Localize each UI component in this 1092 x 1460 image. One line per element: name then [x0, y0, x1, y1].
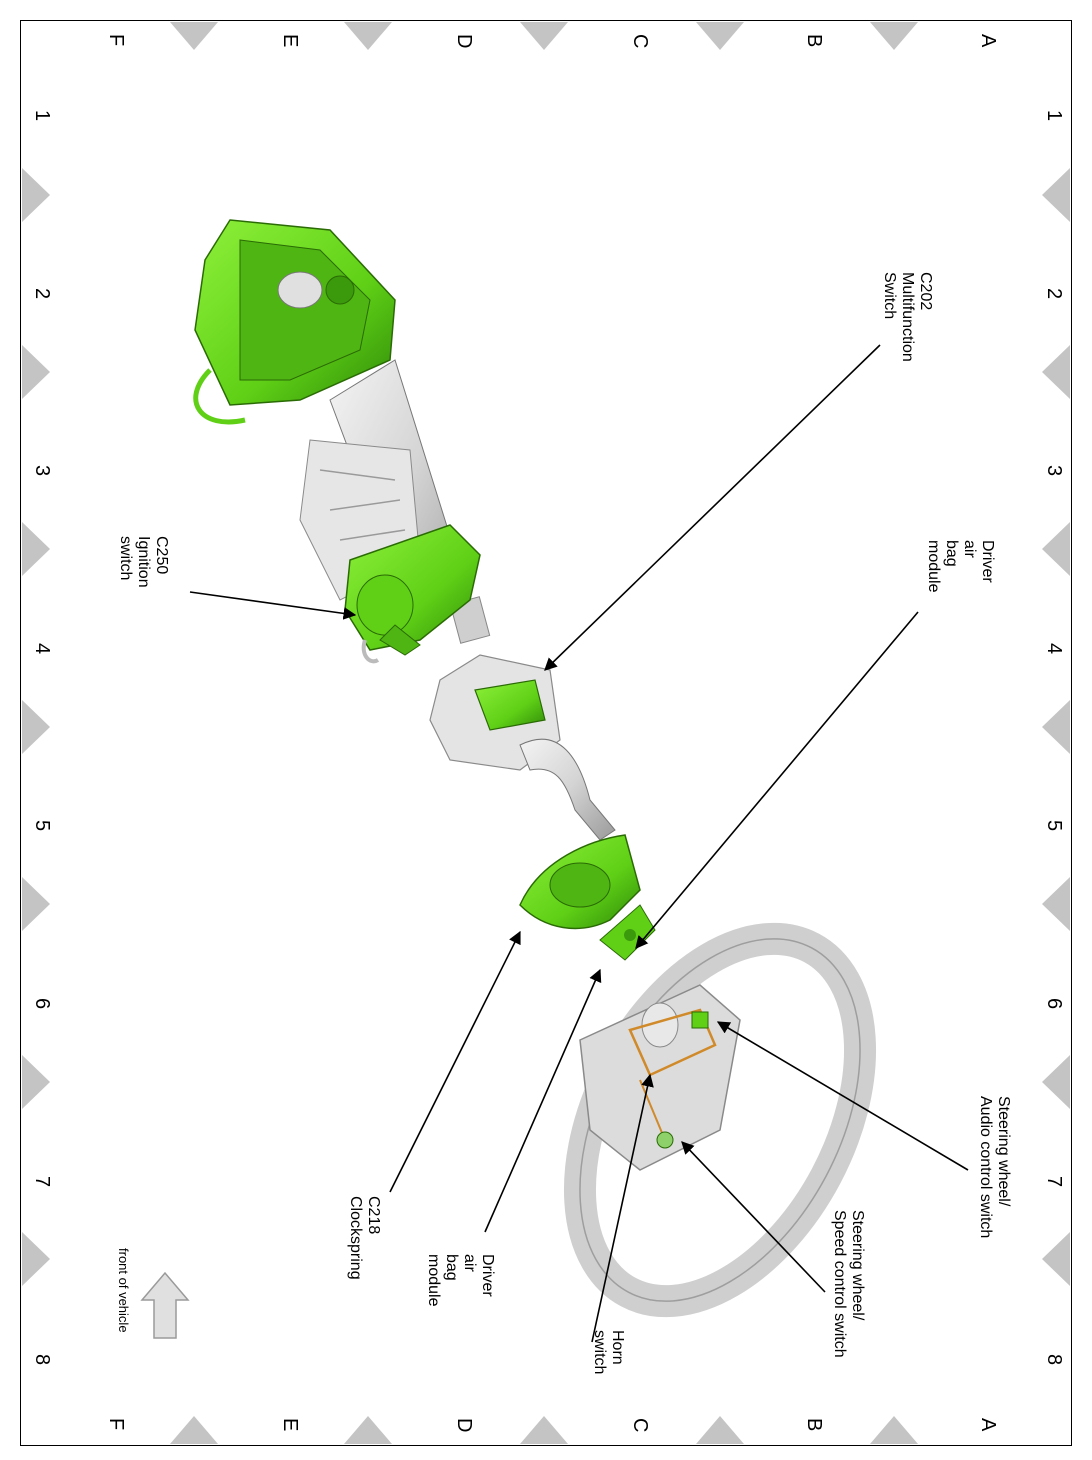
- callout-line: Driver: [979, 540, 996, 583]
- callout-line: module: [425, 1254, 442, 1307]
- col-label-1-left: 1: [31, 110, 53, 122]
- callout-line: Steering wheel/: [995, 1096, 1012, 1207]
- col-label-4-left: 4: [31, 643, 53, 655]
- col-label-8-right: 8: [1043, 1354, 1065, 1366]
- callout-line: C250: [153, 536, 170, 575]
- grid-markers: [22, 22, 1070, 1444]
- callout-driver-air-bag-module-top: Driver air bag module: [924, 540, 996, 592]
- col-label-6-left: 6: [31, 998, 53, 1010]
- row-label-a-top: A: [977, 34, 999, 48]
- col-label-4-right: 4: [1043, 643, 1065, 655]
- callout-line: Switch: [881, 272, 898, 320]
- row-label-f-top: F: [105, 34, 127, 47]
- row-label-d-top: D: [453, 34, 475, 49]
- col-label-6-right: 6: [1043, 998, 1065, 1010]
- ignition-switch: [344, 524, 481, 664]
- col-label-3-right: 3: [1043, 465, 1065, 477]
- callout-c250-ignition-switch: C250 Ignition switch: [116, 536, 170, 588]
- callout-line: switch: [117, 536, 134, 581]
- callout-speed-control-switch: Steering wheel/ Speed control switch: [830, 1210, 866, 1358]
- callout-c202-multifunction-switch: C202 Multifunction Switch: [880, 272, 934, 362]
- row-label-e-top: E: [279, 34, 301, 48]
- callout-line: air: [461, 1254, 478, 1272]
- col-label-3-left: 3: [31, 465, 53, 477]
- multifunction-switch: [429, 654, 616, 841]
- col-label-2-left: 2: [31, 288, 53, 300]
- callout-line: module: [925, 540, 942, 593]
- diagram-border: [20, 20, 1072, 1446]
- callout-driver-air-bag-module-bottom: Driver air bag module: [424, 1254, 496, 1306]
- steering-wheel: [563, 922, 877, 1318]
- col-label-5-left: 5: [31, 820, 53, 832]
- column-mount-bracket: [193, 219, 396, 425]
- col-label-7-right: 7: [1043, 1176, 1065, 1188]
- callout-line: C218: [365, 1196, 382, 1235]
- callout-line: Horn: [609, 1330, 626, 1365]
- front-of-vehicle-arrow-icon: [140, 1271, 190, 1339]
- callout-c218-clockspring: C218 Clockspring: [346, 1196, 382, 1280]
- callout-line: Multifunction: [899, 272, 916, 362]
- callout-line: bag: [943, 540, 960, 567]
- callout-line: bag: [443, 1254, 460, 1281]
- callout-horn-switch: Horn switch: [590, 1330, 626, 1374]
- col-label-8-left: 8: [31, 1354, 53, 1366]
- callout-line: air: [961, 540, 978, 558]
- row-label-a-bottom: A: [977, 1418, 999, 1432]
- callout-line: Steering wheel/: [849, 1210, 866, 1321]
- callout-line: Driver: [479, 1254, 496, 1297]
- col-label-2-right: 2: [1043, 288, 1065, 300]
- front-of-vehicle-label: front of vehicle: [116, 1248, 131, 1333]
- row-label-c-top: C: [629, 34, 651, 49]
- col-label-5-right: 5: [1043, 820, 1065, 832]
- callout-audio-control-switch: Steering wheel/ Audio control switch: [976, 1096, 1012, 1238]
- row-label-b-bottom: B: [803, 1418, 825, 1432]
- row-label-f-bottom: F: [105, 1418, 127, 1431]
- row-label-b-top: B: [803, 34, 825, 48]
- callout-line: Speed control switch: [831, 1210, 848, 1358]
- col-label-7-left: 7: [31, 1176, 53, 1188]
- callout-line: C202: [917, 272, 934, 311]
- callout-line: switch: [591, 1330, 608, 1375]
- callout-line: Clockspring: [347, 1196, 364, 1280]
- col-label-1-right: 1: [1043, 110, 1065, 122]
- leader-lines: [189, 344, 969, 1343]
- callout-line: Ignition: [135, 536, 152, 588]
- callout-line: Audio control switch: [977, 1096, 994, 1239]
- row-label-e-bottom: E: [279, 1418, 301, 1432]
- row-label-c-bottom: C: [629, 1418, 651, 1433]
- clockspring: [519, 834, 656, 961]
- row-label-d-bottom: D: [453, 1418, 475, 1433]
